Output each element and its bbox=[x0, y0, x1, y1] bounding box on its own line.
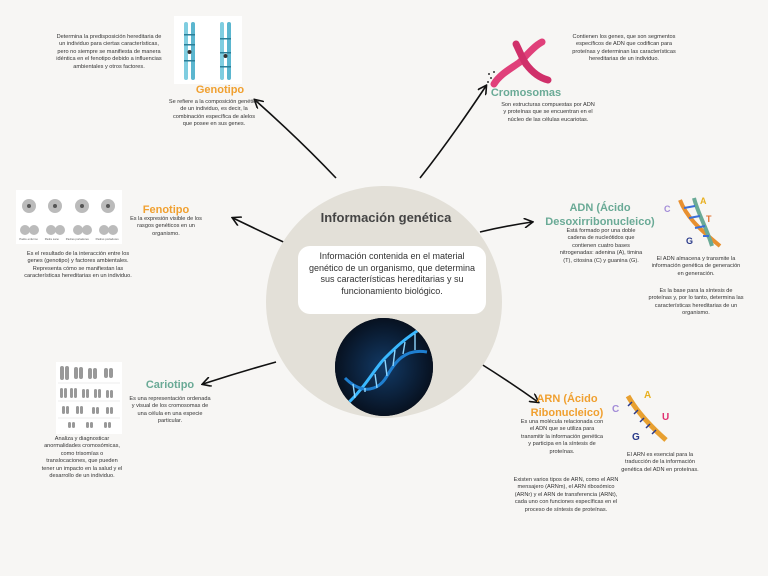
adn-side-text-2: Es la base para la síntesis de proteínas… bbox=[648, 288, 744, 317]
fenotipo-side-text: Es el resultado de la interacción entre … bbox=[24, 251, 132, 280]
arn-title: ARN (Ácido Ribonucleico) bbox=[530, 393, 604, 419]
cariotipo-title: Cariotipo bbox=[145, 379, 195, 391]
fenotipo-img-label: Padre sano bbox=[44, 237, 59, 241]
arn-side-text: El ARN es esencial para la traducción de… bbox=[621, 452, 699, 473]
chromosome-x-image bbox=[486, 38, 560, 88]
fenotipo-img-label: Padres portadores bbox=[95, 237, 119, 241]
arn-letter-a: A bbox=[644, 390, 652, 401]
adn-letter-c: C bbox=[664, 204, 671, 214]
arn-letter-g: G bbox=[632, 432, 640, 443]
arrow-adn bbox=[479, 222, 532, 233]
arrow-arn bbox=[477, 361, 538, 402]
arn-desc-2: Existen varios tipos de ARN, como el ARN… bbox=[513, 477, 619, 513]
adn-title: ADN (Ácido Desoxirribonucleico) bbox=[545, 202, 655, 228]
genotipo-desc: Se refiere a la composición genética de … bbox=[168, 99, 260, 128]
genotipo-title: Genotipo bbox=[195, 84, 245, 96]
arn-letter-c: C bbox=[612, 404, 620, 415]
dna-helix-image bbox=[335, 318, 433, 416]
genotipo-side-text: Determina la predisposición hereditaria … bbox=[56, 34, 162, 70]
cariotipo-karyogram-image bbox=[56, 362, 122, 434]
arn-desc: Es una molécula relacionada con el ADN q… bbox=[520, 419, 604, 455]
adn-letter-a: A bbox=[700, 196, 707, 206]
fenotipo-inheritance-image: Padre enfermo Padre sano Padres portador… bbox=[16, 190, 122, 244]
central-text-box bbox=[298, 246, 486, 314]
genotipo-chromosome-image bbox=[174, 16, 242, 84]
central-title: Información genética bbox=[320, 210, 452, 225]
adn-desc: Está formado por una doble cadena de nuc… bbox=[559, 228, 643, 264]
central-text: Información contenida en el material gen… bbox=[308, 251, 476, 296]
fenotipo-desc: Es la expresión visible de los rasgos ge… bbox=[130, 216, 202, 237]
fenotipo-img-label: Padres portadores bbox=[65, 237, 89, 241]
adn-letter-g: G bbox=[686, 236, 694, 246]
fenotipo-img-label: Padre enfermo bbox=[19, 237, 38, 241]
arrow-genotipo bbox=[255, 100, 337, 179]
arn-strand-image: C A U G bbox=[610, 384, 674, 444]
cromosomas-desc: Son estructuras compuestas por ADN y pro… bbox=[501, 102, 595, 123]
arrow-cariotipo bbox=[203, 361, 277, 384]
cariotipo-desc: Es una representación ordenada y visual … bbox=[129, 396, 211, 425]
adn-helix-image: C A T G bbox=[664, 192, 734, 250]
cariotipo-side-text: Analiza y diagnosticar anormalidades cro… bbox=[41, 436, 123, 480]
fenotipo-title: Fenotipo bbox=[142, 204, 190, 216]
arn-letter-u: U bbox=[662, 412, 670, 423]
adn-side-text-1: El ADN almacena y transmite la informaci… bbox=[651, 256, 741, 277]
cromosomas-top-text: Contienen los genes, que son segmentos e… bbox=[572, 34, 676, 63]
cromosomas-title: Cromosomas bbox=[490, 87, 562, 99]
arrow-cromosomas bbox=[419, 86, 486, 179]
adn-letter-t: T bbox=[706, 214, 712, 224]
